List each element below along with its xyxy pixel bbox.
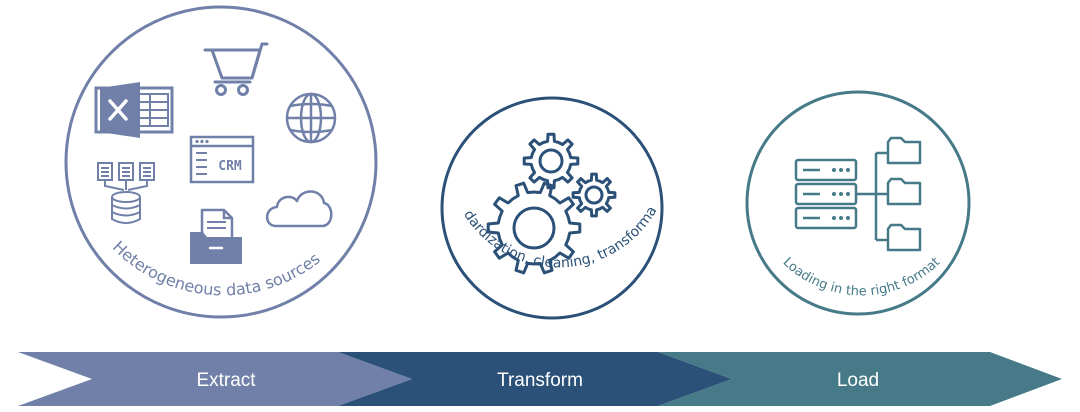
- extract-stage: CRM: [64, 5, 378, 319]
- large-gear: [486, 181, 582, 275]
- crm-text: CRM: [218, 159, 242, 174]
- load-circle: [745, 90, 971, 316]
- extract-arrow-label: Extract: [196, 370, 256, 391]
- process-arrow-band: Extract Transform Load: [18, 352, 1062, 406]
- folder-tree-icon: [856, 136, 922, 252]
- transform-circle: [440, 96, 664, 320]
- gears-icon: [486, 132, 617, 275]
- medium-gear: [522, 132, 580, 190]
- spreadsheet-icon: [94, 82, 174, 138]
- extract-arrow: [18, 352, 412, 406]
- cloud-icon: [265, 190, 333, 228]
- crm-window-icon: CRM: [189, 135, 255, 184]
- transform-arrow: [338, 352, 732, 406]
- load-arrow: [658, 352, 1062, 406]
- shopping-cart-icon: [203, 42, 269, 96]
- server-rack-icon: [794, 158, 858, 230]
- documents-to-database-icon: [97, 162, 155, 224]
- file-folder-icon: [190, 208, 242, 264]
- load-arrow-label: Load: [837, 370, 879, 391]
- load-stage: Loading in the right format: [745, 90, 971, 316]
- globe-icon: [285, 92, 337, 144]
- transform-arrow-label: Transform: [497, 370, 583, 391]
- small-gear: [571, 172, 617, 218]
